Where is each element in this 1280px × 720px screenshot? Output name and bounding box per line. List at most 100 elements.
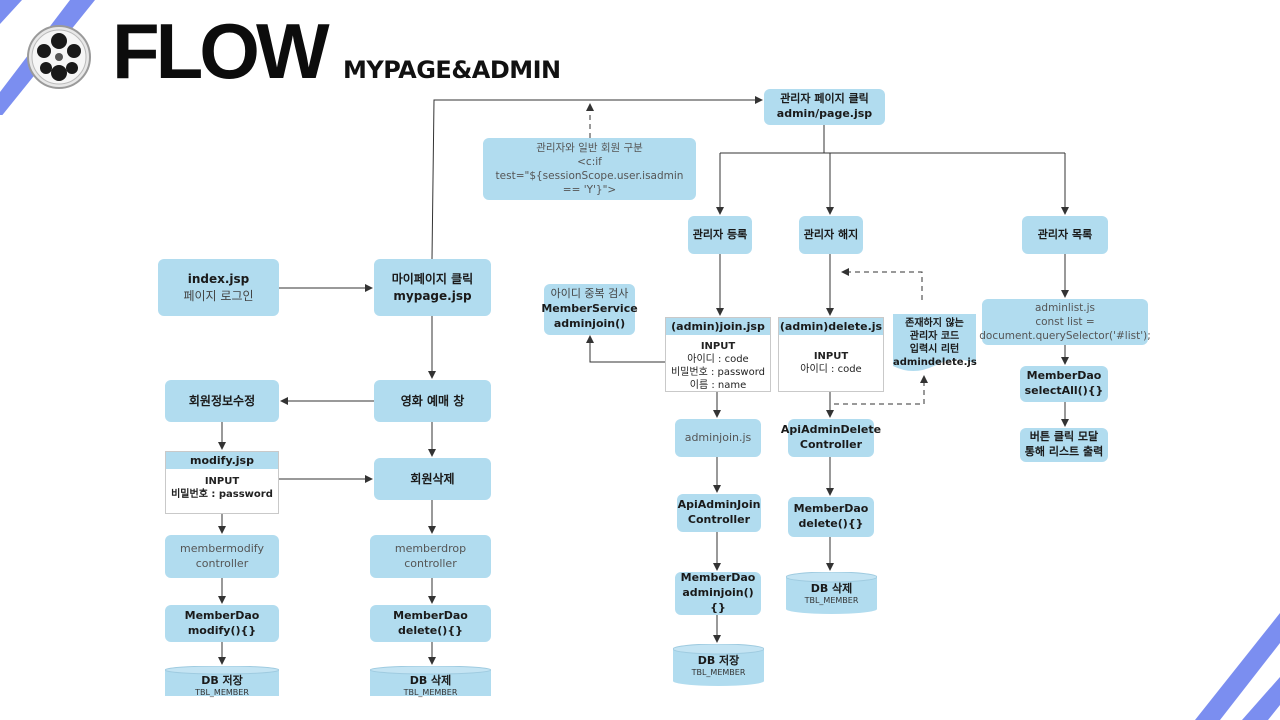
node-sublabel: 통해 리스트 출력 [1024,445,1104,458]
node-label: 회원정보수정 [188,393,256,408]
node-sublabel: delete(){} [397,623,463,637]
node-label: MemberDao [184,608,260,622]
note-line: 존재하지 않는 [905,318,964,329]
node-sublabel: mypage.jsp [393,288,472,303]
corner-stripes-bottom-right [1195,613,1280,720]
node-sublabel: adminjoin(){} [682,586,754,614]
node-label: 관리자 등록 [692,227,748,241]
admin-join-jsp-card: (admin)join.jsp INPUT 아이디 : code 비밀번호 : … [665,317,771,392]
node-sublabel: Controller [799,438,863,451]
api-admin-join-controller-node: ApiAdminJoin Controller [677,494,761,532]
card-line: 이름 : name [689,380,747,391]
admin-distinction-note: 관리자와 일반 회원 구분 <c:if test="${sessionScope… [483,138,696,200]
node-label: MemberDao [393,608,468,622]
note-line: 관리자와 일반 회원 구분 [536,141,643,154]
node-label: 마이페이지 클릭 [391,272,474,287]
admin-register-node: 관리자 등록 [688,216,752,254]
node-sublabel: MemberService [541,302,638,316]
node-label: ApiAdminJoin [677,498,761,512]
node-label: adminjoin.js [684,430,752,444]
card-line: INPUT [700,341,736,352]
node-sublabel: adminjoin() [553,316,626,330]
node-label: 관리자 목록 [1037,227,1093,241]
node-label: MemberDao [1026,369,1102,383]
node-sublabel: document.querySelector('#list'); [979,330,1151,343]
id-duplicate-check-node: 아이디 중복 검사 MemberService adminjoin() [541,284,638,335]
db-label: DB 저장 [697,654,740,667]
movie-booking-node: 영화 예매 창 [374,380,491,422]
card-line: INPUT [813,351,849,362]
db-table: TBL_MEMBER [691,668,746,677]
db-table: TBL_MEMBER [403,688,458,697]
api-admin-delete-controller-node: ApiAdminDelete Controller [781,419,881,457]
modify-info-node: 회원정보수정 [165,380,279,422]
node-label: 버튼 클릭 모달 [1029,430,1099,444]
node-sublabel: const list = [1035,315,1095,328]
memberdao-modify-node: MemberDao modify(){} [165,605,279,642]
node-sublabel: selectAll(){} [1024,384,1104,397]
admin-page-node: 관리자 페이지 클릭 admin/page.jsp [764,89,885,125]
delete-member-node: 회원삭제 [374,458,491,500]
mypage-jsp-node: 마이페이지 클릭 mypage.jsp [374,259,491,316]
memberdao-delete-right-node: MemberDao delete(){} [788,497,874,537]
note-line: 관리자 코드 [909,331,960,342]
db-table: TBL_MEMBER [804,596,859,605]
node-label: 아이디 중복 검사 [550,287,629,301]
db-label: DB 삭제 [810,582,853,595]
note-line: 입력시 리턴 [909,344,960,355]
node-label: 관리자 해지 [803,227,859,241]
memberdrop-controller-node: memberdrop controller [370,535,491,578]
node-sublabel: controller [195,556,249,570]
node-label: MemberDao [680,571,756,585]
page-title: FLOW [112,7,330,95]
db-delete-right-cylinder: DB 삭제 TBL_MEMBER [786,572,877,614]
memberdao-adminjoin-node: MemberDao adminjoin(){} [675,571,761,615]
node-label: MemberDao [793,502,869,516]
adminjoin-js-node: adminjoin.js [675,419,761,457]
node-label: 회원삭제 [410,471,455,486]
card-header: (admin)delete.js [779,318,883,335]
note-line: == 'Y'}"> [562,184,617,197]
node-label: adminlist.js [1034,301,1096,314]
admin-release-node: 관리자 해지 [799,216,863,254]
node-sublabel: admin/page.jsp [776,107,873,120]
card-line: 아이디 : code [687,354,749,365]
admin-delete-js-card: (admin)delete.js INPUT 아이디 : code [778,317,884,392]
memberdao-selectall-node: MemberDao selectAll(){} [1020,366,1108,402]
film-reel-icon [27,25,91,89]
node-label: membermodify [180,541,264,555]
modal-list-output-node: 버튼 클릭 모달 통해 리스트 출력 [1020,428,1108,462]
page-subtitle: MYPAGE&ADMIN [343,56,561,84]
node-sublabel: Controller [687,513,751,526]
memberdao-delete-left-node: MemberDao delete(){} [370,605,491,642]
modify-jsp-card: modify.jsp INPUT 비밀번호 : password [165,451,279,514]
card-line: 비밀번호 : password [670,367,765,378]
not-exist-note: 존재하지 않는 관리자 코드 입력시 리턴 admindelete.js [893,314,977,374]
db-label: DB 저장 [201,674,243,687]
db-save-left-cylinder: DB 저장 TBL_MEMBER [165,666,279,697]
card-header: (admin)join.jsp [666,318,770,335]
adminlist-js-node: adminlist.js const list = document.query… [979,299,1151,345]
node-sublabel: 페이지 로그인 [183,288,254,303]
node-sublabel: delete(){} [798,517,864,530]
db-table: TBL_MEMBER [195,688,249,697]
node-label: 영화 예매 창 [400,393,465,408]
node-label: memberdrop [394,541,467,555]
note-line: admindelete.js [893,357,977,368]
db-save-right-cylinder: DB 저장 TBL_MEMBER [673,644,764,686]
card-line: INPUT [204,476,240,487]
card-line: 아이디 : code [800,364,862,375]
db-delete-left-cylinder: DB 삭제 TBL_MEMBER [370,666,491,697]
node-sublabel: modify(){} [187,623,257,637]
admin-list-node: 관리자 목록 [1022,216,1108,254]
db-label: DB 삭제 [409,674,452,687]
node-label: ApiAdminDelete [780,423,882,437]
index-jsp-node: index.jsp 페이지 로그인 [158,259,279,316]
node-sublabel: controller [404,556,457,570]
node-label: 관리자 페이지 클릭 [780,92,869,106]
card-header: modify.jsp [166,452,278,469]
membermodify-controller-node: membermodify controller [165,535,279,578]
note-line: <c:if test="${sessionScope.user.isadmin [495,155,684,182]
node-label: index.jsp [187,272,250,287]
